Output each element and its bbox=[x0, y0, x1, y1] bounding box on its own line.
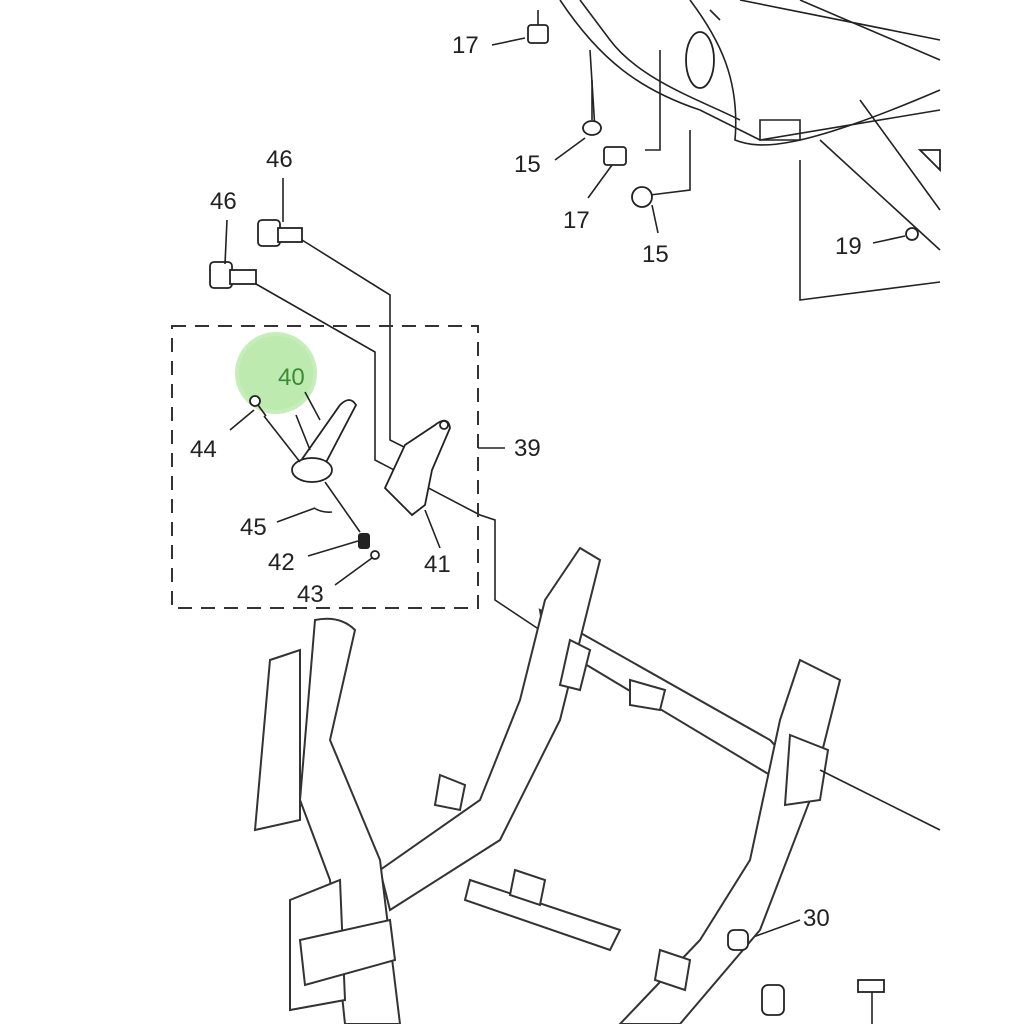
lower-right-parts bbox=[761, 979, 885, 1024]
highlight-marker bbox=[235, 332, 317, 414]
callout-43: 43 bbox=[297, 581, 324, 608]
callout-46: 46 bbox=[210, 188, 237, 215]
callout-15: 15 bbox=[642, 241, 669, 268]
pin-44 bbox=[249, 395, 301, 463]
callout-19: 19 bbox=[835, 233, 862, 260]
clip-45 bbox=[313, 507, 333, 513]
callout-30: 30 bbox=[803, 905, 830, 932]
fastener-17a bbox=[527, 10, 549, 44]
callout-44: 44 bbox=[190, 436, 217, 463]
callout-42: 42 bbox=[268, 549, 295, 576]
bolt-46-lower bbox=[209, 261, 541, 631]
callout-41: 41 bbox=[424, 551, 451, 578]
clip-15a bbox=[582, 80, 602, 136]
clip-19 bbox=[905, 227, 919, 241]
assembly-39-box bbox=[171, 325, 479, 609]
footrest-arm-40 bbox=[291, 399, 358, 483]
nut-17b bbox=[603, 146, 627, 166]
clip-15b bbox=[631, 186, 653, 208]
bolt-46-upper bbox=[257, 219, 411, 451]
callout-17: 17 bbox=[452, 32, 479, 59]
scooter-frame bbox=[253, 546, 941, 1024]
ball-43 bbox=[370, 550, 380, 560]
callout-45: 45 bbox=[240, 514, 267, 541]
callout-17: 17 bbox=[563, 207, 590, 234]
callout-39: 39 bbox=[514, 435, 541, 462]
spring-42 bbox=[324, 481, 370, 549]
bracket-41 bbox=[383, 419, 451, 517]
callout-46: 46 bbox=[266, 146, 293, 173]
grommet-30 bbox=[727, 929, 749, 951]
callout-40: 40 bbox=[278, 364, 305, 391]
callout-15: 15 bbox=[514, 151, 541, 178]
